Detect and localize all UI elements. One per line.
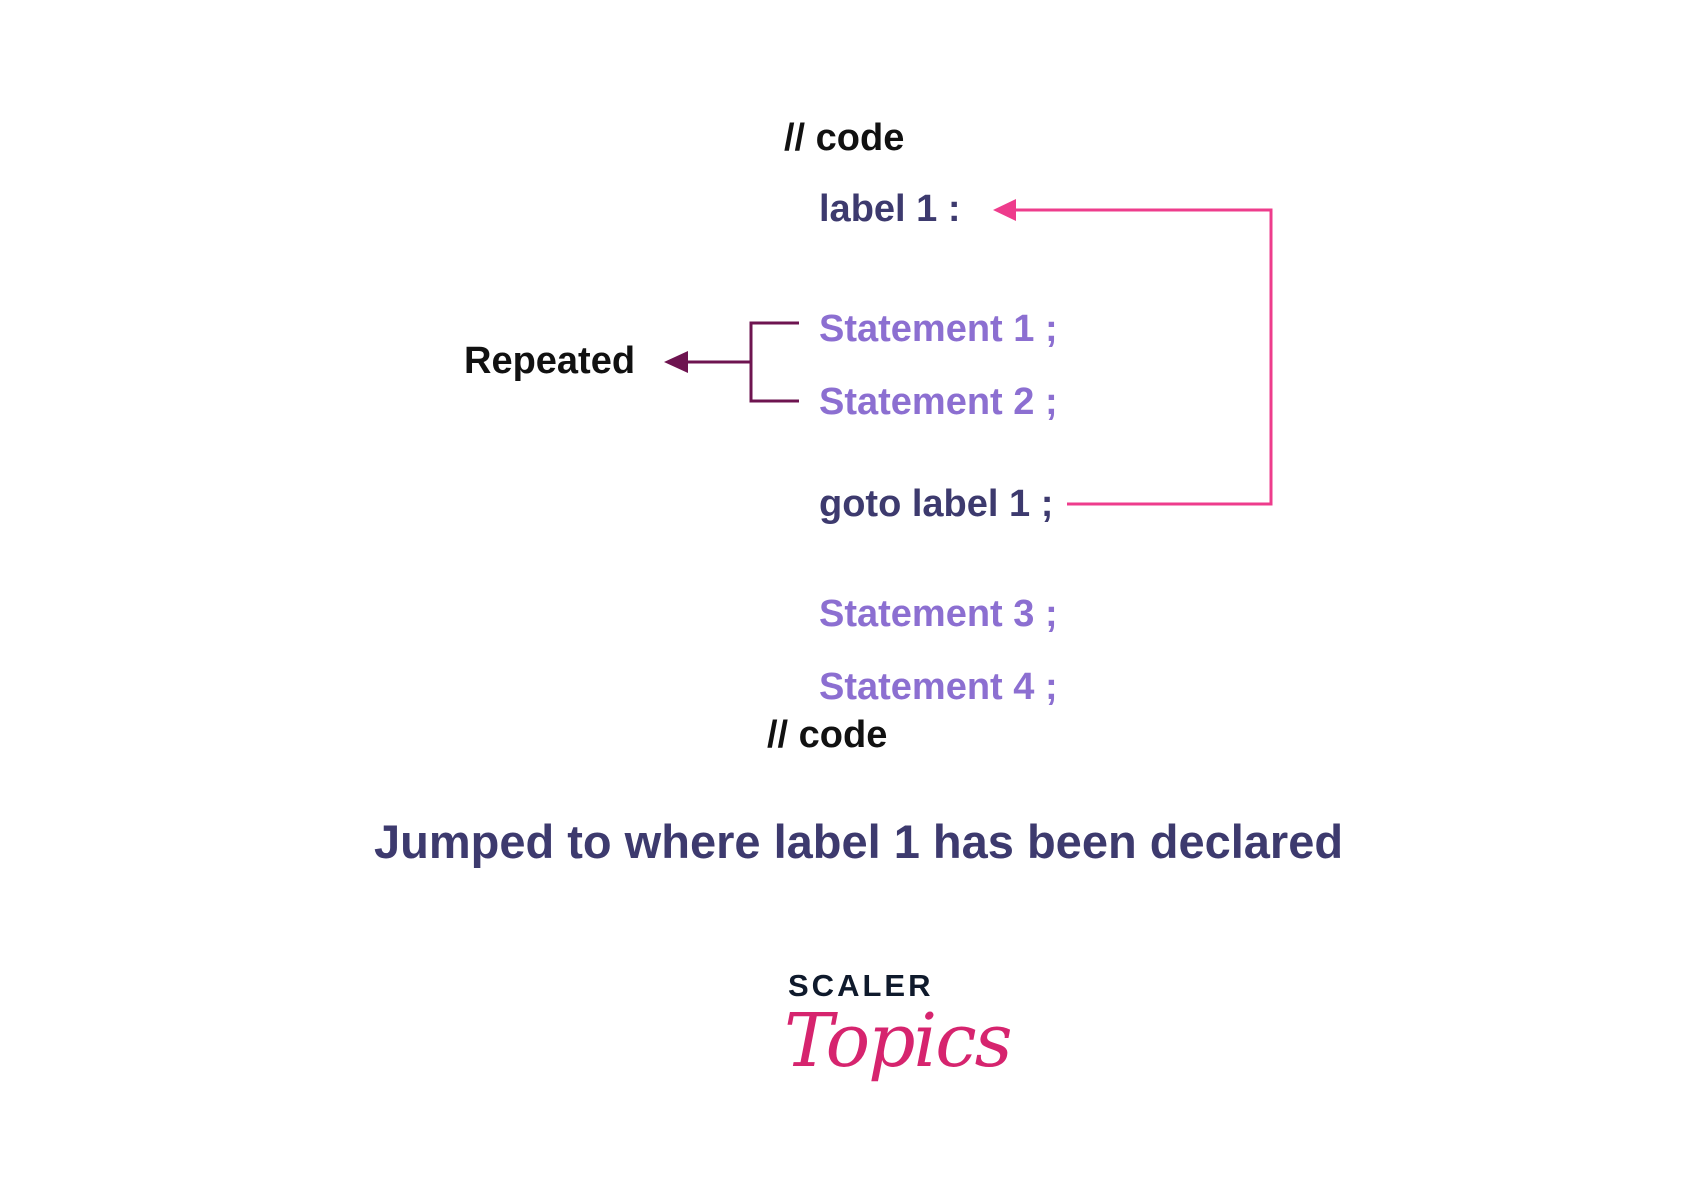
comment-top: // code bbox=[784, 117, 905, 159]
repeated-bracket bbox=[664, 321, 799, 403]
goto-statement: goto label 1 ; bbox=[819, 483, 1054, 525]
diagram-caption: Jumped to where label 1 has been declare… bbox=[374, 815, 1344, 868]
comment-bottom: // code bbox=[767, 714, 888, 756]
label-declaration: label 1 : bbox=[819, 188, 961, 230]
logo-scaler-text: SCALER bbox=[788, 968, 934, 1003]
jump-arrow bbox=[993, 199, 1273, 506]
statement-4: Statement 4 ; bbox=[819, 666, 1058, 708]
statement-1: Statement 1 ; bbox=[819, 308, 1058, 350]
repeated-label: Repeated bbox=[464, 340, 636, 382]
logo-topics-text: Topics bbox=[784, 998, 1013, 1084]
statement-2: Statement 2 ; bbox=[819, 381, 1058, 423]
statement-3: Statement 3 ; bbox=[819, 593, 1058, 635]
